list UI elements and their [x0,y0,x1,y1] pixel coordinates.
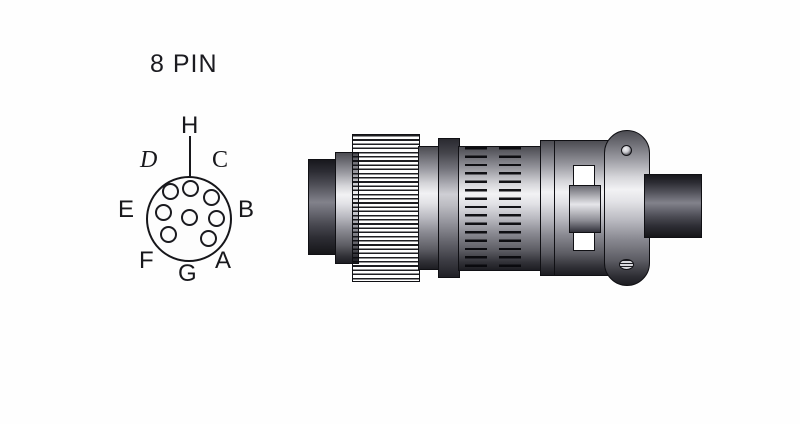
pin-hole-f [160,226,177,243]
pin-label-f: F [139,247,154,274]
screw-hole-bottom [619,259,634,270]
pin-hole-a [200,230,217,247]
rib-column-left [465,147,487,270]
pin-hole-h-upper [182,180,199,197]
pin-hole-d [162,183,179,200]
screw-hole-top [621,145,632,156]
ribbed-body-band [458,146,546,271]
cable-entry-barrel [308,159,338,255]
pin-label-e: E [118,196,135,223]
pinout-diagram: 8 PIN H D C E B F A G [0,0,300,320]
pin-label-c: C [212,147,229,173]
collar-ring [438,138,460,278]
pin-label-b: B [238,196,255,223]
pin-label-g: G [178,260,197,287]
connector-side-view [308,126,708,306]
pin-hole-b [208,210,225,227]
rib-column-right [499,147,521,270]
pin-hole-e [155,204,172,221]
grooved-section [554,140,610,276]
knurled-coupling-nut [352,134,420,282]
pin-hole-center-h [181,209,198,226]
pin-hole-c [203,189,220,206]
pin-label-d: D [140,147,158,173]
groove-center-boss [569,185,601,233]
front-barrel [644,174,702,238]
shoulder-ring [418,146,440,270]
pin-count-label: 8 PIN [150,50,218,78]
pin-label-h: H [181,112,199,139]
pin-label-a: A [215,247,232,274]
